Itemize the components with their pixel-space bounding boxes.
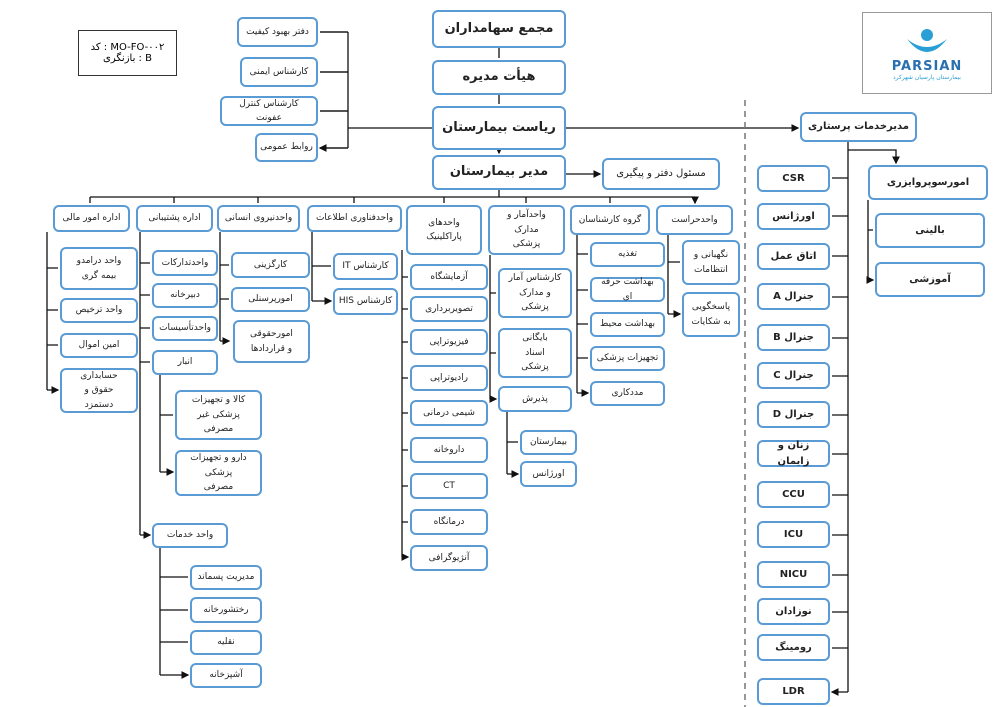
node-admission: پذیرش xyxy=(498,386,572,412)
node-admission-child: بیمارستان xyxy=(520,430,577,455)
logo-tagline: بیمارستان پارسیان شهرکرد xyxy=(893,74,961,81)
logo-brand: PARSIAN xyxy=(891,59,963,74)
node-it-child: کارشناس HIS xyxy=(333,288,398,315)
node-ward: جنرال A xyxy=(757,283,830,310)
node-sup-child: بالینی xyxy=(875,213,985,248)
node-records-child: کارشناس آمار و مدارک پزشکی xyxy=(498,268,572,318)
node-ward: زنان و زایمان xyxy=(757,440,830,467)
node-ward: اورژانس xyxy=(757,203,830,230)
node-services-child: رختشورخانه xyxy=(190,597,262,623)
node-services-child: مدیریت پسماند xyxy=(190,565,262,590)
node-shareholders: مجمع سهامداران xyxy=(432,10,566,48)
node-it-child: کارشناس IT xyxy=(333,253,398,280)
node-ward: نوزادان xyxy=(757,598,830,625)
node-sup-child: آموزشی xyxy=(875,262,985,297)
node-support-child: واحدتأسیسات xyxy=(152,316,218,341)
dept-support: اداره پشتیبانی xyxy=(136,205,213,232)
node-security-child: نگهبانی و انتظامات xyxy=(682,240,740,285)
dept-it: واحدفناوری اطلاعات xyxy=(307,205,402,232)
node-paraclinic-child: رادیوتراپی xyxy=(410,365,488,391)
parsian-logo: PARSIAN بیمارستان پارسیان شهرکرد xyxy=(862,12,992,94)
document-code-box: کد : MO-FO-۰۰۲ بازنگری : B xyxy=(78,30,177,76)
node-supervision: امورسوپروایزری xyxy=(868,165,988,200)
node-hr-child: کارگزینی xyxy=(231,252,310,278)
node-ward: رومینگ xyxy=(757,634,830,661)
node-services: واحد خدمات xyxy=(152,523,228,548)
node-office: مسئول دفتر و پیگیری xyxy=(602,158,720,190)
node-services-child: آشپزخانه xyxy=(190,663,262,688)
node-ward: جنرال B xyxy=(757,324,830,351)
node-staff: کارشناس کنترل عفونت xyxy=(220,96,318,126)
node-paraclinic-child: درمانگاه xyxy=(410,509,488,535)
node-warehouse-child: کالا و تجهیزات پزشکی غیر مصرفی xyxy=(175,390,262,440)
node-experts-child: تغذیه xyxy=(590,242,665,267)
node-services-child: نقلیه xyxy=(190,630,262,655)
node-paraclinic-child: شیمی درمانی xyxy=(410,400,488,426)
node-hr-child: امورپرسنلی xyxy=(231,287,310,312)
node-paraclinic-child: آنژیوگرافی xyxy=(410,545,488,571)
node-paraclinic-child: داروخانه xyxy=(410,437,488,463)
dept-paraclinic: واحدهای پاراکلینیک xyxy=(406,205,482,255)
node-admission-child: اورژانس xyxy=(520,461,577,487)
node-ward: اتاق عمل xyxy=(757,243,830,270)
node-paraclinic-child: CT xyxy=(410,473,488,499)
node-staff: دفتر بهبود کیفیت xyxy=(237,17,318,47)
node-ward: CSR xyxy=(757,165,830,192)
node-ward: جنرال D xyxy=(757,401,830,428)
node-presidency: ریاست بیمارستان xyxy=(432,106,566,150)
node-experts-child: بهداشت حرفه ای xyxy=(590,277,665,302)
dept-experts: گروه کارشناسان xyxy=(570,205,650,235)
node-ward: CCU xyxy=(757,481,830,508)
node-finance-child: امین اموال xyxy=(60,333,138,358)
node-hr-child: امورحقوقی و قراردادها xyxy=(233,320,310,363)
document-code: کد : MO-FO-۰۰۲ xyxy=(90,42,165,53)
node-staff: روابط عمومی xyxy=(255,133,318,162)
dept-finance: اداره امور مالی xyxy=(53,205,130,232)
node-staff: کارشناس ایمنی xyxy=(240,57,318,87)
node-experts-child: بهداشت محیط xyxy=(590,312,665,337)
node-finance-child: واحد درامدو بیمه گری xyxy=(60,247,138,290)
dept-security: واحدحراست xyxy=(656,205,733,235)
dept-records: واحدآمار و مدارک پزشکی xyxy=(488,205,565,255)
node-ward: جنرال C xyxy=(757,362,830,389)
node-support-child: واحدتدارکات xyxy=(152,250,218,276)
node-finance-child: واحد ترخیص xyxy=(60,298,138,323)
node-board: هیأت مدیره xyxy=(432,60,566,95)
node-warehouse: انبار xyxy=(152,350,218,375)
node-ward: NICU xyxy=(757,561,830,588)
node-paraclinic-child: آزمایشگاه xyxy=(410,264,488,290)
node-warehouse-child: دارو و تجهیزات پزشکی مصرفی xyxy=(175,450,262,496)
node-records-child: بایگانی اسناد پزشکی xyxy=(498,328,572,378)
dept-hr: واحدنیروی انسانی xyxy=(217,205,300,232)
node-nursing-head: مدیرخدمات پرستاری xyxy=(800,112,917,142)
logo-figure-icon xyxy=(907,29,947,52)
node-paraclinic-child: تصویربرداری xyxy=(410,296,488,322)
node-finance-child: حسابداری حقوق و دستمزد xyxy=(60,368,138,413)
node-paraclinic-child: فیزیوتراپی xyxy=(410,329,488,355)
node-ward: LDR xyxy=(757,678,830,705)
node-support-child: دبیرخانه xyxy=(152,283,218,308)
node-experts-child: مددکاری xyxy=(590,381,665,406)
node-security-child: پاسخگویی به شکایات xyxy=(682,292,740,337)
node-manager: مدیر بیمارستان xyxy=(432,155,566,190)
node-experts-child: تجهیزات پزشکی xyxy=(590,346,665,371)
node-ward: ICU xyxy=(757,521,830,548)
revision: بازنگری : B xyxy=(103,53,152,64)
